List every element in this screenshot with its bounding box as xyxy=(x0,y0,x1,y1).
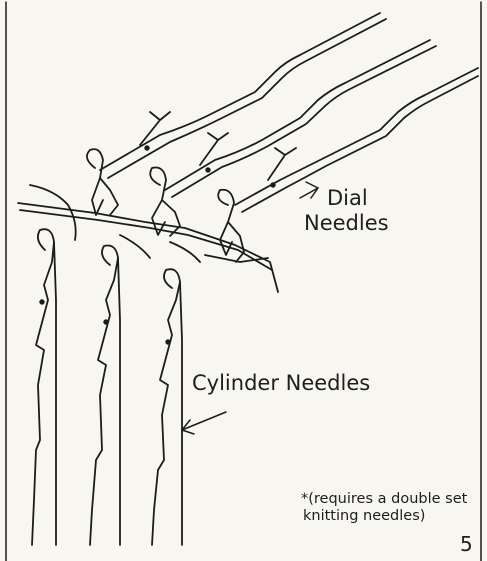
cylinder-needle-3 xyxy=(152,269,182,545)
cylinder-label: Cylinder Needles xyxy=(192,371,370,395)
cylinder-arrow xyxy=(182,412,226,434)
cylinder-needle-2 xyxy=(90,246,120,546)
footnote-line2: knitting needles) xyxy=(303,508,425,524)
page-border xyxy=(6,2,481,561)
page-number: 5 xyxy=(460,532,473,556)
dial-label-line2: Needles xyxy=(304,211,389,235)
dial-label-line1: Dial xyxy=(327,186,368,210)
cylinder-needles xyxy=(32,229,182,545)
dial-needle-1 xyxy=(100,13,386,178)
cylinder-needle-1 xyxy=(32,229,56,545)
yarn-strands xyxy=(18,185,278,292)
footnote-line1: *(requires a double set xyxy=(301,491,467,507)
dial-arrow xyxy=(300,182,318,198)
